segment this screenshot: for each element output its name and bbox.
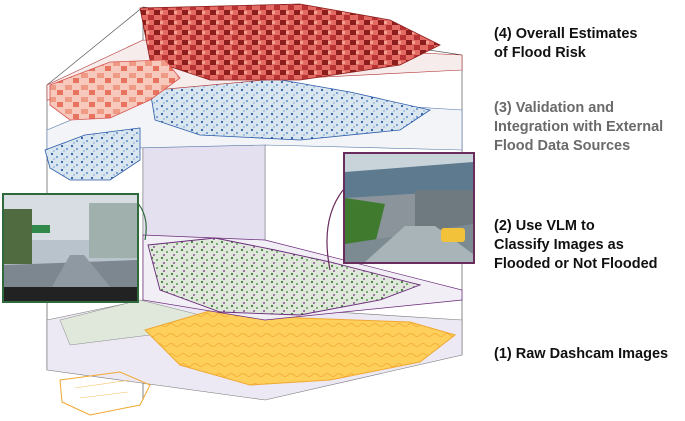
flooded-underpass-icon xyxy=(345,154,473,262)
step-2-line-3: Flooded or Not Flooded xyxy=(494,256,658,272)
step-4-line-2: of Flood Risk xyxy=(494,45,586,61)
layer-overall-risk xyxy=(46,3,463,121)
step-3-line-1: (3) Validation and xyxy=(494,100,615,116)
layer-vlm-classification xyxy=(142,234,463,321)
underpass-photo-connector xyxy=(326,189,344,271)
layer-external-validation xyxy=(44,77,463,181)
step-2-line-2: Classify Images as xyxy=(494,237,624,253)
step-3-line-2: Integration with External xyxy=(494,119,664,135)
step-2-line-1: (2) Use VLM to xyxy=(494,218,595,234)
step-4-label: (4) Overall Estimates of Flood Risk xyxy=(494,25,637,63)
layer-raw-dashcam xyxy=(46,299,463,416)
step-4-line-1: (4) Overall Estimates xyxy=(494,26,638,42)
street-dashcam-photo xyxy=(2,193,139,303)
step-3-label: (3) Validation and Integration with Exte… xyxy=(494,99,663,156)
step-3-line-3: Flood Data Sources xyxy=(494,138,631,154)
underpass-dashcam-photo xyxy=(343,152,475,264)
rainy-street-icon xyxy=(4,195,137,301)
step-2-label: (2) Use VLM to Classify Images as Floode… xyxy=(494,217,658,274)
step-1-line-1: (1) Raw Dashcam Images xyxy=(494,346,669,362)
layered-flood-map-diagram xyxy=(44,3,463,416)
step-1-label: (1) Raw Dashcam Images xyxy=(494,345,668,364)
